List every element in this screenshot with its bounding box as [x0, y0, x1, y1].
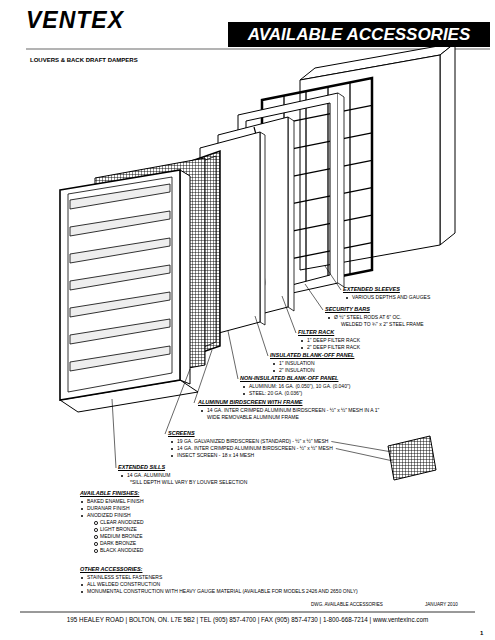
- louver-blade: [70, 265, 170, 290]
- bullet-item: 19 GA. GALVANIZED BIRDSCREEN (STANDARD) …: [177, 438, 328, 445]
- bullet-item: BAKED ENAMEL FINISH: [87, 498, 144, 505]
- louver-blade: [70, 238, 170, 263]
- callout-heading: AVAILABLE FINISHES:: [80, 490, 139, 497]
- mesh-pointers: [331, 442, 393, 462]
- louver-blades: [70, 184, 170, 371]
- drawing-ref: JANUARY 2010: [425, 601, 458, 608]
- bullet-item: VARIOUS DEPTHS AND GAUGES: [352, 294, 430, 301]
- security-bar-rod: [305, 91, 306, 283]
- note-text: WELDED TO ¾" x 2" STEEL FRAME: [341, 321, 424, 328]
- extended-sleeve: [300, 43, 455, 270]
- bullet-item: INSECT SCREEN - 18 x 14 MESH: [177, 452, 254, 459]
- leader-line: [282, 296, 296, 333]
- bullet-item: ANODIZED FINISH: [87, 512, 131, 519]
- callout-heading: OTHER ACCESSORIES:: [80, 566, 142, 573]
- bullet-item: 14 GA. ALUMINUM: [127, 472, 170, 479]
- louver-blade: [70, 346, 170, 371]
- mesh-detail: [388, 436, 436, 480]
- bullet-item: DURANAR FINISH: [87, 505, 130, 512]
- bullet-item: STAINLESS STEEL FASTENERS: [87, 574, 162, 581]
- leader-line: [305, 284, 323, 310]
- sub-item: BLACK ANODIZED: [100, 547, 143, 554]
- panel-side: [260, 132, 265, 325]
- bullet-item: MONUMENTAL CONSTRUCTION WITH HEAVY GAUGE…: [87, 588, 358, 595]
- subtitle: LOUVERS & BACK DRAFT DAMPERS: [30, 57, 138, 64]
- sub-item: DARK BRONZE: [100, 540, 136, 547]
- bullet-item: 14 GA. INTER CRIMPED ALUMINUM BIRDSCREEN…: [177, 445, 333, 452]
- callout-heading: INSULATED BLANK-OFF PANEL: [270, 352, 354, 359]
- bullet-item: ALUMINUM: 16 GA. (0.050"), 10 GA. (0.040…: [249, 383, 350, 390]
- leader-line: [194, 350, 212, 403]
- bullet-item: ALL WELDED CONSTRUCTION: [87, 581, 160, 588]
- louver-blade: [70, 211, 170, 236]
- callout-heading: SECURITY BARS: [325, 306, 370, 313]
- callout-heading: EXTENDED SLEEVES: [343, 286, 400, 293]
- leader-line: [325, 266, 341, 290]
- footer-text: 195 HEALEY ROAD | BOLTON, ON. L7E 5B2 | …: [0, 616, 495, 623]
- footer-rule: [20, 612, 475, 613]
- louver-blade: [70, 319, 170, 344]
- callout-heading: FILTER RACK: [298, 329, 334, 336]
- bullet-item: 2" DEEP FILTER RACK: [307, 344, 360, 351]
- leader-line: [331, 442, 392, 453]
- louver-frame: [60, 170, 180, 400]
- louver-blade: [70, 292, 170, 317]
- bullet-item: STEEL: 20 GA. (0.036"): [249, 390, 302, 397]
- filter-rack-side: [338, 93, 344, 287]
- bullet-item: 1" INSULATION: [279, 360, 315, 367]
- louver-inner-frame: [68, 177, 172, 392]
- leader-line: [336, 449, 393, 462]
- louver-blade: [70, 184, 170, 209]
- bullet-item: 14 GA. INTER CRIMPED ALUMINUM BIRDSCREEN…: [207, 407, 382, 421]
- title-text: AVAILABLE ACCESSORIES: [248, 25, 471, 45]
- leader-line: [228, 331, 238, 379]
- leader-line: [165, 369, 190, 434]
- sub-item: MEDIUM BRONZE: [100, 533, 143, 540]
- bullet-item: Ø ½" STEEL RODS AT 6" OC.: [334, 314, 401, 321]
- title-bar: AVAILABLE ACCESSORIES: [228, 22, 490, 47]
- leader-lines: [112, 266, 341, 468]
- leader-line: [255, 316, 268, 356]
- security-bar-rod: [327, 87, 328, 279]
- callout-heading: ALUMINUM BIRDSCREEN WITH FRAME: [198, 399, 303, 406]
- sub-item: CLEAR ANODIZED: [100, 519, 144, 526]
- sleeve-side: [440, 43, 455, 245]
- callout-heading: NON-INSULATED BLANK-OFF PANEL: [240, 375, 338, 382]
- sub-item: LIGHT BRONZE: [100, 526, 137, 533]
- bullet-item: 2" INSULATION: [279, 367, 315, 374]
- callout-heading: EXTENDED SILLS: [118, 464, 165, 471]
- insulated-panel-side: [288, 117, 294, 311]
- callout-heading: SCREENS: [168, 430, 195, 437]
- bullet-item: 1" DEEP FILTER RACK: [307, 337, 360, 344]
- logo-text: VENTEX: [26, 6, 124, 34]
- page-number: 1: [480, 630, 483, 637]
- leader-line: [112, 399, 116, 468]
- note-text: *SILL DEPTH WILL VARY BY LOUVER SELECTIO…: [130, 479, 247, 486]
- drawing-ref: DWG. AVAILABLE ACCESSORIES: [311, 601, 383, 608]
- louver-side: [180, 170, 190, 384]
- security-bar-rod: [349, 82, 350, 274]
